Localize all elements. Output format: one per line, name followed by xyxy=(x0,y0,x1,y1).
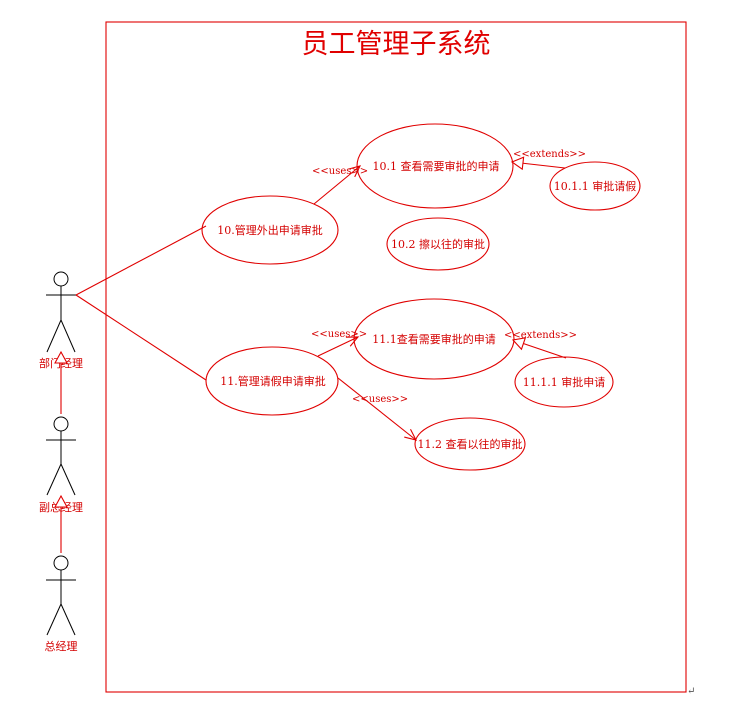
actor-label-gm: 总经理 xyxy=(45,639,78,653)
use-case-11-2-label: 11.2 查看以往的审批 xyxy=(418,437,523,451)
relation-uses-11-label: <<uses>> xyxy=(311,329,367,340)
paragraph-mark: ↵ xyxy=(687,686,695,697)
use-case-10-1-label: 10.1 查看需要审批的申请 xyxy=(373,159,500,173)
use-case-10-2 xyxy=(386,217,490,271)
relation-extends-10-1-1 xyxy=(510,156,566,171)
relation-uses-11-2-label: <<uses>> xyxy=(352,394,408,405)
use-case-11-1-label: 11.1查看需要审批的申请 xyxy=(372,332,496,346)
actor-general-manager: 总经理 xyxy=(45,555,78,653)
use-case-11-1-1-label: 11.1.1 审批申请 xyxy=(523,375,605,389)
relation-extends-11-1-1 xyxy=(511,337,567,359)
relation-uses-11-to-11-2 xyxy=(337,377,418,441)
relation-extends-11-label: <<extends>> xyxy=(504,330,577,341)
use-case-10-1-1 xyxy=(549,161,641,211)
use-case-10-1-1-label: 10.1.1 审批请假 xyxy=(554,179,636,193)
relation-extends-10-label: <<extends>> xyxy=(513,149,586,160)
association-dept-uc11 xyxy=(75,294,207,381)
association-dept-uc10 xyxy=(75,225,207,296)
relation-uses-11-to-11-1 xyxy=(317,336,360,357)
use-case-11 xyxy=(205,346,339,416)
use-case-10-2-label: 10.2 擦以往的审批 xyxy=(391,237,485,251)
relation-uses-10-label: <<uses>> xyxy=(312,166,368,177)
use-case-11-2 xyxy=(414,417,526,471)
relation-uses-10-to-10-1 xyxy=(313,165,362,205)
use-case-11-label: 11.管理请假申请审批 xyxy=(220,374,326,388)
use-case-10 xyxy=(201,195,339,265)
use-case-10-label: 10.管理外出申请审批 xyxy=(217,223,323,237)
system-boundary xyxy=(105,21,687,693)
system-title: 员工管理子系统 xyxy=(302,29,491,60)
